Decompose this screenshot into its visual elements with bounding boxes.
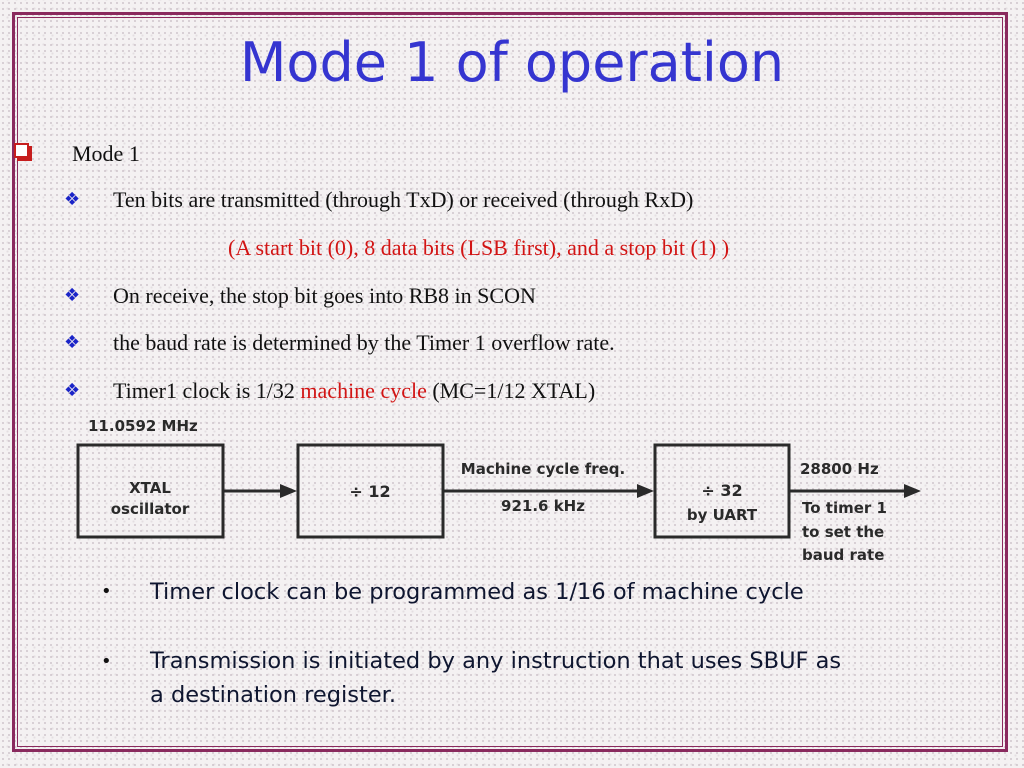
timer-line-pre: Timer1 clock is 1/32: [113, 378, 301, 403]
bullet-mode1: Mode 1: [72, 141, 140, 166]
xtal-oscillator-box: [76, 443, 225, 539]
label-xtal: XTAL: [129, 479, 171, 497]
bullet-timer1-clock: Timer1 clock is 1/32 machine cycle (MC=1…: [113, 380, 595, 402]
label-output-freq: 28800 Hz: [800, 460, 879, 478]
dot-bullet-icon: •: [101, 581, 112, 602]
bullet-baud-rate: the baud rate is determined by the Timer…: [113, 330, 615, 355]
divide-12-box: [296, 443, 445, 539]
bullet-transmission-line1: Transmission is initiated by any instruc…: [150, 648, 842, 674]
note-start-stop-bits: (A start bit (0), 8 data bits (LSB first…: [228, 235, 730, 260]
bullet-stop-bit: On receive, the stop bit goes into RB8 i…: [113, 283, 536, 308]
slide-title: Mode 1 of operation: [239, 31, 785, 94]
label-921-khz: 921.6 kHz: [501, 497, 585, 515]
label-machine-cycle-freq: Machine cycle freq.: [461, 460, 625, 478]
label-baud-rate: baud rate: [802, 546, 884, 564]
bullet-ten-bits: Ten bits are transmitted (through TxD) o…: [113, 187, 694, 212]
label-by-uart: by UART: [687, 506, 758, 524]
slide-border-outer: [12, 12, 1008, 752]
label-oscillator: oscillator: [111, 500, 190, 518]
timer-line-post: (MC=1/12 XTAL): [426, 378, 596, 403]
slide-border-inner: [17, 17, 1003, 747]
bullet-timer-clock-programmed: Timer clock can be programmed as 1/16 of…: [150, 579, 804, 605]
timer-line-highlight: machine cycle: [300, 378, 427, 403]
bullet-transmission-line2: a destination register.: [150, 682, 397, 708]
diamond-bullet-icon: ❖: [64, 285, 81, 306]
diamond-bullet-icon: ❖: [64, 189, 81, 210]
label-to-timer1: To timer 1: [802, 499, 887, 517]
diamond-bullet-icon: ❖: [64, 332, 81, 353]
label-div12: ÷ 12: [349, 482, 390, 501]
dot-bullet-icon: •: [101, 651, 112, 672]
hollow-square-bullet-icon: [14, 143, 29, 158]
label-input-freq: 11.0592 MHz: [88, 417, 198, 435]
label-to-set-the: to set the: [802, 523, 884, 541]
label-div32: ÷ 32: [701, 481, 742, 500]
divide-32-box: [653, 443, 791, 539]
diamond-bullet-icon: ❖: [64, 380, 81, 401]
